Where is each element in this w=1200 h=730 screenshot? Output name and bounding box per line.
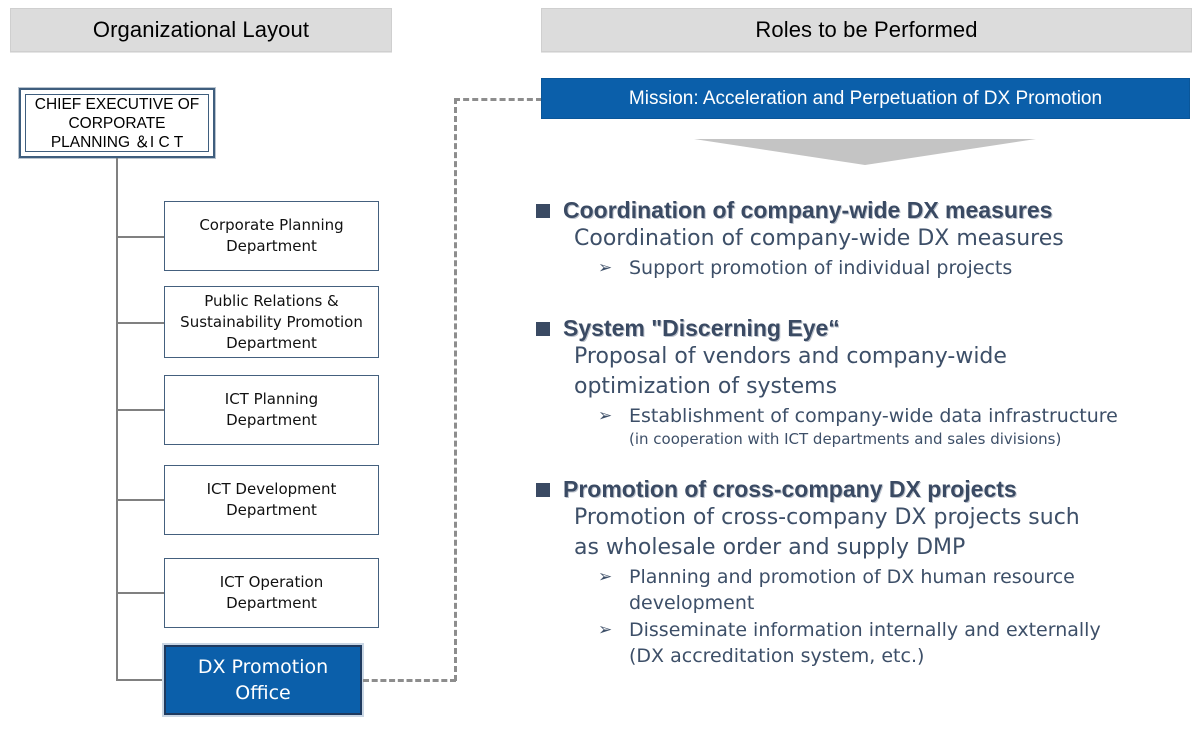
org-branch-line-1	[116, 236, 166, 238]
panel-left-title: Organizational Layout	[92, 17, 310, 42]
panel-header-organizational-layout: Organizational Layout	[10, 8, 392, 52]
panel-right-title: Roles to be Performed	[755, 17, 978, 42]
role-block-2-title: System "Discerning Eye“	[563, 315, 840, 341]
role-block-2-lead: Proposal of vendors and company-wide opt…	[574, 344, 1007, 399]
role-block-3-item-1-text: Planning and promotion of DX human resou…	[629, 566, 1075, 614]
square-bullet-icon	[536, 204, 550, 218]
org-branch-line-6	[116, 679, 166, 681]
down-arrow-icon	[694, 139, 1036, 165]
role-block-1: Coordination of company-wide DX measures…	[536, 196, 1196, 281]
role-block-1-lead: Coordination of company-wide DX measures	[574, 226, 1064, 251]
org-node-department-3: ICT Planning Department	[164, 375, 379, 445]
org-branch-line-4	[116, 499, 166, 501]
mission-banner-text: Mission: Acceleration and Perpetuation o…	[628, 87, 1103, 109]
role-block-1-title: Coordination of company-wide DX measures	[563, 197, 1053, 223]
org-branch-line-5	[116, 592, 166, 594]
org-node-department-1: Corporate Planning Department	[164, 201, 379, 271]
role-block-2-item-1-text: Establishment of company-wide data infra…	[629, 405, 1118, 427]
org-node-department-2-label: Public Relations & Sustainability Promot…	[180, 291, 363, 352]
role-block-3-title: Promotion of cross-company DX projects	[563, 476, 1017, 502]
org-node-dx-promotion-office: DX Promotion Office	[164, 645, 362, 715]
role-block-3-item-1: ➢ Planning and promotion of DX human res…	[598, 564, 1196, 616]
arrow-bullet-icon: ➢	[598, 258, 613, 278]
dashed-connector-vertical	[454, 98, 457, 681]
role-block-3-title-row: Promotion of cross-company DX projects	[536, 475, 1196, 503]
org-trunk-line	[116, 158, 118, 681]
role-block-3: Promotion of cross-company DX projects P…	[536, 475, 1196, 669]
dashed-connector-top	[454, 98, 542, 101]
role-block-3-item-2: ➢ Disseminate information internally and…	[598, 617, 1196, 669]
org-node-department-4: ICT Development Department	[164, 465, 379, 535]
role-block-2: System "Discerning Eye“ Proposal of vend…	[536, 314, 1196, 450]
role-block-3-item-2-text: Disseminate information internally and e…	[629, 619, 1101, 667]
mission-banner: Mission: Acceleration and Perpetuation o…	[541, 78, 1190, 119]
org-branch-line-3	[116, 409, 166, 411]
panel-header-roles: Roles to be Performed	[541, 8, 1192, 52]
role-block-2-item-1-note: (in cooperation with ICT departments and…	[629, 430, 1062, 448]
arrow-bullet-icon: ➢	[598, 620, 613, 640]
role-block-1-item-1-text: Support promotion of individual projects	[629, 257, 1013, 279]
org-node-chief-executive-label: CHIEF EXECUTIVE OF CORPORATE PLANNING ＆I…	[34, 95, 200, 151]
org-node-department-5-label: ICT Operation Department	[219, 573, 324, 612]
org-node-department-1-label: Corporate Planning Department	[199, 216, 344, 255]
square-bullet-icon	[536, 322, 550, 336]
org-node-chief-executive: CHIEF EXECUTIVE OF CORPORATE PLANNING ＆I…	[19, 88, 215, 158]
org-node-department-2: Public Relations & Sustainability Promot…	[164, 286, 379, 358]
org-node-department-3-label: ICT Planning Department	[224, 390, 319, 429]
org-node-dx-promotion-office-label: DX Promotion Office	[197, 656, 329, 704]
role-block-1-title-row: Coordination of company-wide DX measures	[536, 196, 1196, 224]
arrow-bullet-icon: ➢	[598, 567, 613, 587]
org-branch-line-2	[116, 322, 166, 324]
org-node-department-5: ICT Operation Department	[164, 558, 379, 628]
org-node-department-4-label: ICT Development Department	[206, 480, 337, 519]
role-block-1-item-1: ➢ Support promotion of individual projec…	[598, 255, 1196, 281]
role-block-2-item-1: ➢ Establishment of company-wide data inf…	[598, 403, 1196, 429]
role-block-2-title-row: System "Discerning Eye“	[536, 314, 1196, 342]
dashed-connector-bottom	[363, 679, 456, 682]
arrow-bullet-icon: ➢	[598, 406, 613, 426]
role-block-3-lead: Promotion of cross-company DX projects s…	[574, 505, 1080, 560]
square-bullet-icon	[536, 483, 550, 497]
